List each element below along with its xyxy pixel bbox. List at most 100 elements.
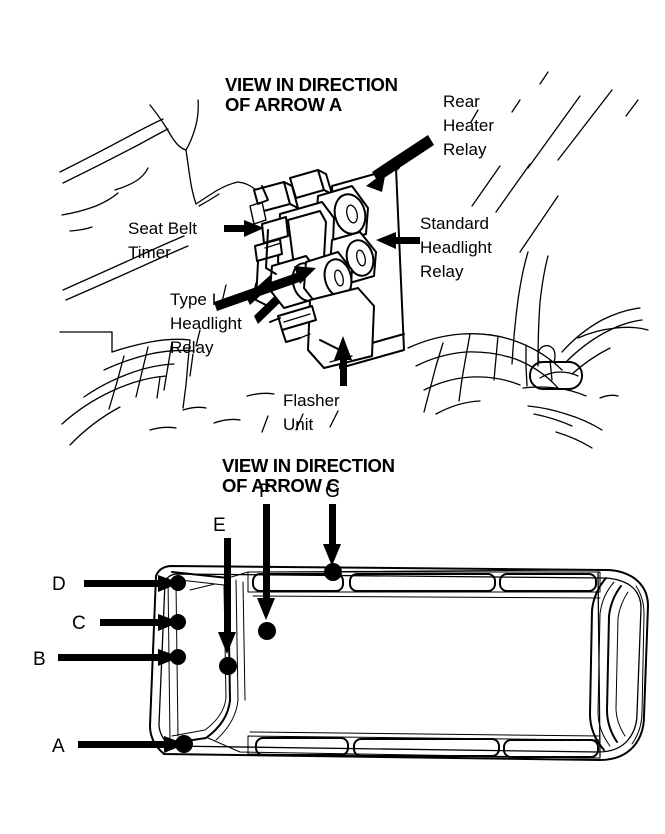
bottom-connector-foot xyxy=(299,333,311,339)
marker-c-label: C xyxy=(72,613,86,634)
flasher-unit-label-line2: Unit xyxy=(283,415,314,434)
bottom-connector-clip xyxy=(269,317,281,323)
rear-door-outline xyxy=(589,577,607,751)
marker-b-point xyxy=(170,649,186,665)
standard-headlight-relay-face xyxy=(345,239,375,277)
bracket-vertical-left-2 xyxy=(255,261,269,307)
marker-f-arrow-shaft xyxy=(263,504,270,606)
vehicle-outer-outline xyxy=(149,565,649,761)
wiper-line xyxy=(189,583,216,591)
background-harness-left xyxy=(59,331,195,446)
flasher-unit-arrow-head xyxy=(334,336,352,360)
cowl-line-2 xyxy=(242,581,246,701)
windshield-panel xyxy=(165,571,231,745)
seat-belt-timer-arrow-head xyxy=(244,220,264,237)
bottom-connector-slot xyxy=(283,313,311,323)
window-upper-3 xyxy=(499,573,597,592)
marker-c-point xyxy=(170,614,186,630)
marker-e-point xyxy=(219,657,237,675)
marker-f-arrow-head xyxy=(257,598,275,620)
markers-horizontal: D C B A xyxy=(33,574,193,757)
type-i-relay-label-line3: Relay xyxy=(170,338,214,357)
marker-e-arrow-head xyxy=(218,632,236,654)
type-i-relay-arrow-shaft xyxy=(214,271,305,311)
seat-belt-timer-arrow-shaft xyxy=(224,225,250,232)
lower-rail-inner xyxy=(249,731,601,737)
rear-heater-relay-label-line2: Heater xyxy=(443,116,494,135)
upper-view-group: VIEW IN DIRECTION OF ARROW A Rear Heater… xyxy=(59,71,649,449)
marker-g-arrow-shaft xyxy=(329,504,336,554)
marker-e-label: E xyxy=(213,515,226,536)
marker-g-arrow-head xyxy=(323,544,341,566)
seat-belt-timer-label-line1: Seat Belt xyxy=(128,219,197,238)
upper-view-title-line1: VIEW IN DIRECTION xyxy=(225,74,398,95)
upper-side-rail xyxy=(247,571,601,593)
rear-window-outline xyxy=(606,585,622,743)
upper-view-title-line2: OF ARROW A xyxy=(225,94,342,115)
vehicle-inner-outline xyxy=(158,573,642,753)
rear-heater-relay-label-line3: Relay xyxy=(443,140,487,159)
rear-heater-relay-label-line1: Rear xyxy=(443,92,480,111)
background-cables-right xyxy=(470,71,649,449)
lower-view-title-line2: OF ARROW C xyxy=(222,475,340,496)
marker-a-arrow-shaft xyxy=(78,741,170,748)
lower-view-title-line1: VIEW IN DIRECTION xyxy=(222,455,395,476)
window-upper-2 xyxy=(349,573,496,592)
bottom-connector-leg xyxy=(281,329,301,343)
marker-f-label: F xyxy=(259,481,271,502)
relay-block-assembly xyxy=(246,160,405,369)
window-upper-1 xyxy=(252,573,344,592)
flasher-unit-label-line1: Flasher xyxy=(283,391,340,410)
marker-d-label: D xyxy=(52,574,66,595)
seat-belt-timer-label-line2: Timer xyxy=(128,243,171,262)
marker-e-arrow-shaft xyxy=(224,538,231,642)
standard-headlight-relay-arrow-head xyxy=(376,232,396,249)
flasher-unit-housing-edge xyxy=(307,349,325,369)
type-i-relay-label-line1: Type I xyxy=(170,290,216,309)
marker-a-point xyxy=(175,735,193,753)
grommet-clip xyxy=(537,344,556,363)
windshield-panel-inner xyxy=(171,579,227,737)
grommet-component xyxy=(529,361,583,390)
marker-g-label: G xyxy=(325,481,340,502)
type-i-relay-hub xyxy=(334,269,344,287)
type-i-relay-label-line2: Headlight xyxy=(170,314,242,333)
standard-headlight-relay-hub xyxy=(356,249,366,267)
marker-d-arrow-head xyxy=(158,575,180,592)
standard-headlight-relay-arrow-shaft xyxy=(392,237,420,244)
main-relay-top-face xyxy=(287,210,327,267)
marker-a-label: A xyxy=(52,736,65,757)
rear-heater-relay-arrow-shaft xyxy=(372,135,434,182)
rear-window-outline-inner xyxy=(615,591,629,737)
marker-c-arrow-shaft xyxy=(100,619,164,626)
window-lower-1 xyxy=(255,737,349,756)
marker-d-arrow-shaft xyxy=(84,580,164,587)
marker-g-point xyxy=(324,563,342,581)
rear-heater-relay-arrow-head xyxy=(366,171,386,192)
window-lower-3 xyxy=(503,739,599,758)
vehicle-body xyxy=(149,565,649,761)
bracket-vertical-left xyxy=(265,229,277,275)
upper-rail-inner xyxy=(252,595,601,599)
window-lower-2 xyxy=(353,738,500,757)
marker-f-point xyxy=(258,622,276,640)
background-harness-right xyxy=(407,333,563,415)
flasher-unit-leader xyxy=(319,339,345,353)
flasher-unit-tick xyxy=(329,355,353,363)
rear-heater-relay-hub xyxy=(346,204,358,224)
marker-c-arrow-head xyxy=(158,614,180,631)
markers-vertical: E F G xyxy=(213,481,342,675)
standard-headlight-relay-label-line1: Standard xyxy=(420,214,489,233)
marker-b-arrow-head xyxy=(158,649,180,666)
rear-bumper-line xyxy=(631,585,645,745)
flasher-unit-arrow-shaft xyxy=(340,348,347,386)
lower-view-group: VIEW IN DIRECTION OF ARROW C xyxy=(33,455,649,761)
marker-b-label: B xyxy=(33,649,46,670)
type-i-relay-arrow-head xyxy=(294,266,316,284)
standard-headlight-relay-label-line3: Relay xyxy=(420,262,464,281)
cowl-line xyxy=(215,579,239,741)
marker-b-arrow-shaft xyxy=(58,654,164,661)
